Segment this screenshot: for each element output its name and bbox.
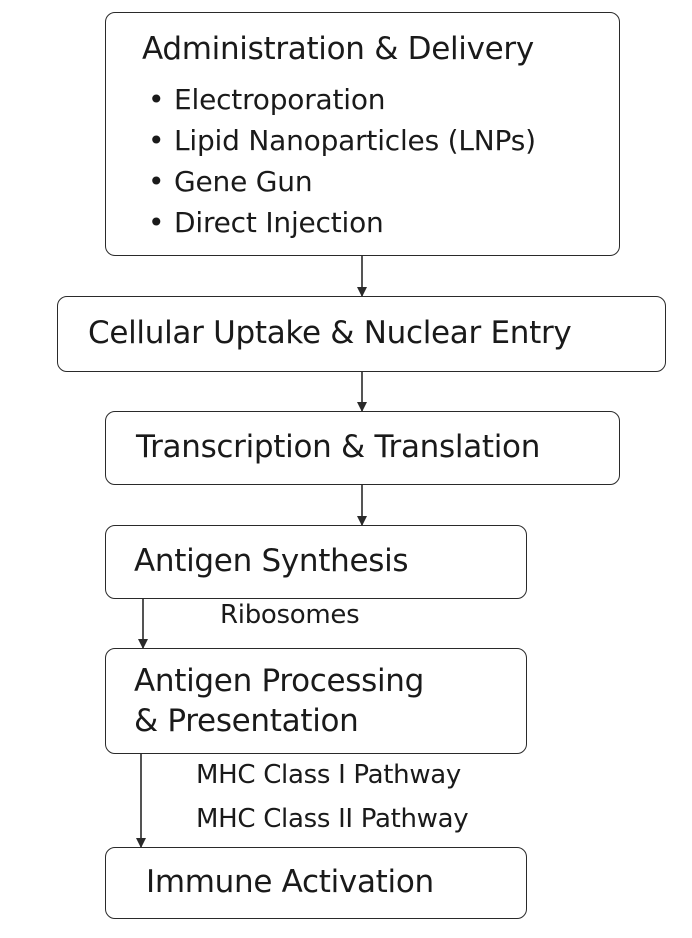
administration-delivery-title: Administration & Delivery	[142, 31, 534, 67]
antigen-synthesis-title: Antigen Synthesis	[134, 543, 409, 579]
antigen-processing-box: Antigen Processing & Presentation	[105, 648, 527, 754]
antigen-processing-title-line2: & Presentation	[134, 703, 359, 739]
cellular-uptake-title: Cellular Uptake & Nuclear Entry	[88, 315, 572, 351]
transcription-translation-box: Transcription & Translation	[105, 411, 620, 485]
antigen-processing-title-line1: Antigen Processing	[134, 663, 425, 699]
delivery-item-label: Direct Injection	[174, 206, 384, 239]
mhc-class-ii-pathway-label: MHC Class II Pathway	[196, 804, 469, 834]
antigen-synthesis-box: Antigen Synthesis	[105, 525, 527, 599]
delivery-item-label: Gene Gun	[174, 165, 313, 198]
immune-activation-box: Immune Activation	[105, 847, 527, 919]
ribosomes-label: Ribosomes	[220, 600, 360, 630]
list-item: •Electroporation	[148, 83, 386, 116]
transcription-translation-title: Transcription & Translation	[136, 429, 541, 465]
delivery-methods-list: •Electroporation •Lipid Nanoparticles (L…	[148, 79, 536, 243]
administration-delivery-box: Administration & Delivery •Electroporati…	[105, 12, 620, 256]
list-item: •Direct Injection	[148, 206, 384, 239]
immune-activation-title: Immune Activation	[146, 864, 434, 900]
list-item: •Gene Gun	[148, 165, 313, 198]
list-item: •Lipid Nanoparticles (LNPs)	[148, 124, 536, 157]
mhc-class-i-pathway-label: MHC Class I Pathway	[196, 760, 462, 790]
cellular-uptake-box: Cellular Uptake & Nuclear Entry	[57, 296, 666, 372]
delivery-item-label: Lipid Nanoparticles (LNPs)	[174, 124, 536, 157]
delivery-item-label: Electroporation	[174, 83, 386, 116]
